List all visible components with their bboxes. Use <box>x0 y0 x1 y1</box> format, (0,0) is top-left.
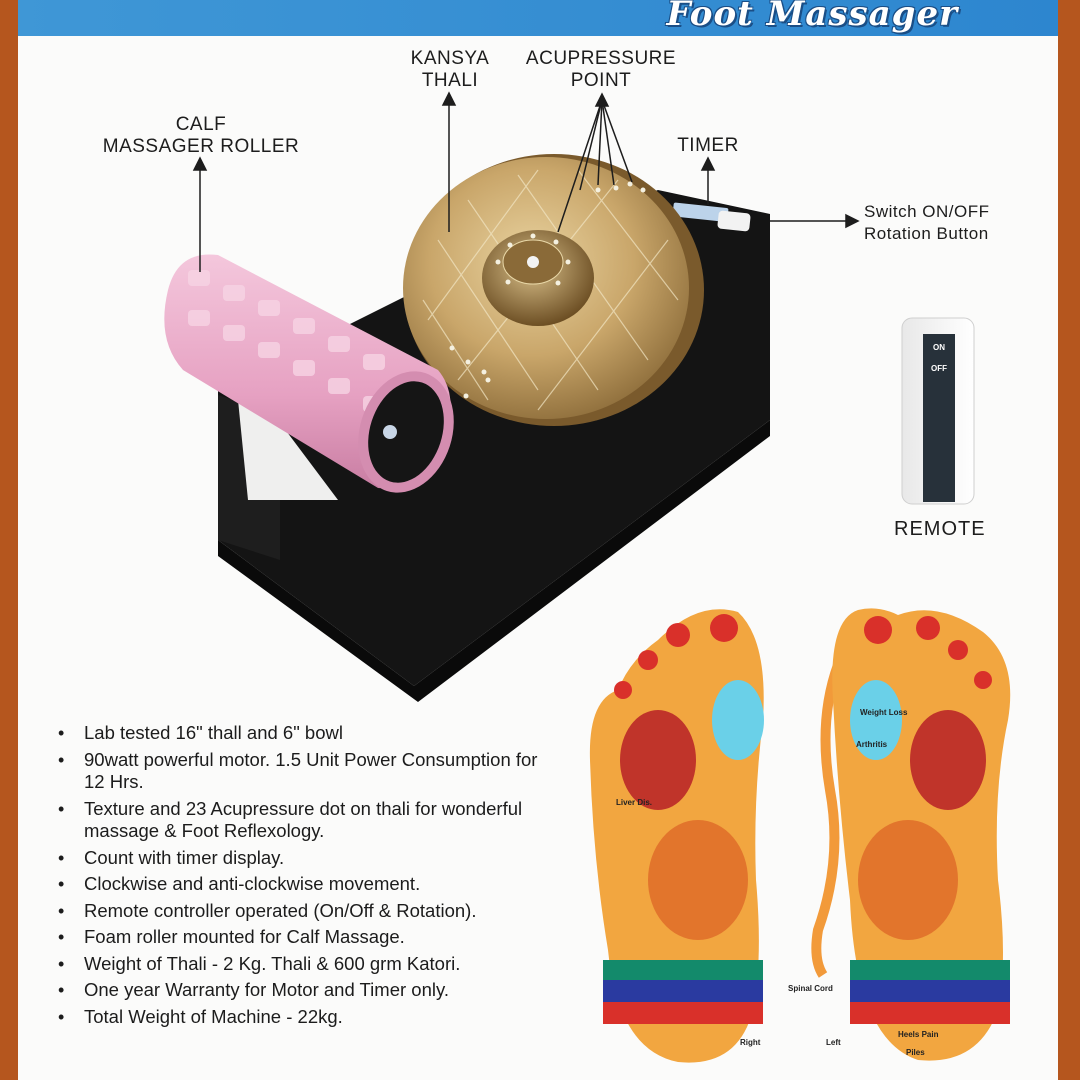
callout-acupressure-point: ACUPRESSURE POINT <box>525 48 677 91</box>
callout-kansya-thali: KANSYA THALI <box>410 48 490 91</box>
banner-title: Foot Massager <box>666 0 958 34</box>
acupressure-dots <box>449 181 646 399</box>
zone-weight-loss: Weight Loss <box>860 708 908 717</box>
callout-calf-roller: CALF MASSAGER ROLLER <box>102 114 300 157</box>
zone-heels-pain: Heels Pain <box>898 1030 939 1039</box>
feature-item: Remote controller operated (On/Off & Rot… <box>58 900 558 923</box>
feature-item: Clockwise and anti-clockwise movement. <box>58 873 558 896</box>
zone-arthritis: Arthritis <box>856 740 888 749</box>
header-banner: Foot Massager <box>18 0 1058 36</box>
callout-timer: TIMER <box>677 135 739 156</box>
remote-label: REMOTE <box>894 518 986 540</box>
kansya-thali <box>403 154 704 426</box>
foot-label-right: Right <box>740 1038 761 1047</box>
zone-liver: Liver Dis. <box>616 798 653 807</box>
timer-display <box>672 202 751 232</box>
feature-item: Count with timer display. <box>58 847 558 870</box>
product-illustration: ON OFF <box>164 91 1011 1063</box>
remote-off-label: OFF <box>931 364 947 373</box>
feature-item: Weight of Thali - 2 Kg. Thali & 600 grm … <box>58 953 558 976</box>
callout-arrows <box>192 91 860 272</box>
feature-item: Foam roller mounted for Calf Massage. <box>58 926 558 949</box>
feature-item: Lab tested 16" thall and 6" bowl <box>58 722 558 745</box>
remote-on-label: ON <box>933 343 945 352</box>
remote-controller: ON OFF <box>901 317 975 505</box>
spine-graphic <box>811 663 843 978</box>
brochure-page: Foot Massager <box>18 0 1058 1080</box>
feature-item: 90watt powerful motor. 1.5 Unit Power Co… <box>58 749 558 794</box>
feature-list: Lab tested 16" thall and 6" bowl 90watt … <box>58 722 558 1032</box>
foot-reflexology-chart <box>589 608 1011 1063</box>
feature-item: One year Warranty for Motor and Timer on… <box>58 979 558 1002</box>
feature-item: Texture and 23 Acupressure dot on thali … <box>58 798 558 843</box>
zone-piles: Piles <box>906 1048 925 1057</box>
callout-switch: Switch ON/OFF Rotation Button <box>864 202 990 243</box>
feature-item: Total Weight of Machine - 22kg. <box>58 1006 558 1029</box>
foot-label-left: Left <box>826 1038 841 1047</box>
calf-massager-roller <box>164 254 454 493</box>
foot-label-spine: Spinal Cord <box>788 984 833 993</box>
